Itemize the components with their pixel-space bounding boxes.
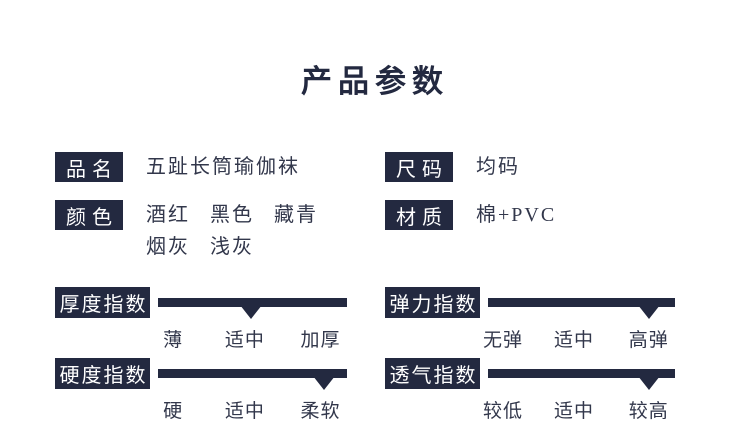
tick-label: 适中 (554, 401, 595, 422)
field-value-product-name: 五趾长筒瑜伽袜 (146, 156, 300, 178)
field-label-color: 颜色 (55, 200, 123, 230)
index-elasticity-ticks: 无弹 适中 高弹 (483, 318, 675, 351)
index-elasticity-label: 弹力指数 (385, 287, 480, 318)
index-hardness-label: 硬度指数 (55, 358, 150, 389)
index-elasticity-header: 弹力指数 (385, 287, 675, 319)
color-option: 藏青 (274, 204, 318, 226)
index-hardness-bar (158, 369, 347, 390)
tick-label: 高弹 (628, 330, 669, 351)
index-breathability-bar (488, 369, 675, 390)
index-thickness: 厚度指数 薄 适中 加厚 (55, 287, 347, 351)
index-thickness-ticks: 薄 适中 加厚 (158, 318, 347, 351)
tick-label: 无弹 (482, 330, 523, 351)
color-value-lines: 酒红 黑色 藏青 烟灰 浅灰 (146, 200, 318, 262)
color-value-line-1: 酒红 黑色 藏青 (146, 200, 318, 230)
index-hardness-ticks: 硬 适中 柔软 (158, 389, 347, 422)
tick-label: 硬 (163, 401, 184, 422)
index-elasticity-bar (488, 298, 675, 319)
field-value-size: 均码 (476, 156, 520, 178)
index-thickness-label: 厚度指数 (55, 287, 150, 318)
tick-label: 柔软 (300, 401, 341, 422)
field-label-product-name: 品名 (55, 152, 123, 182)
marker-down-triangle-icon (637, 376, 660, 390)
field-product-name: 品名 五趾长筒瑜伽袜 (55, 152, 355, 182)
marker-down-triangle-icon (313, 376, 336, 390)
fields-left-column: 品名 五趾长筒瑜伽袜 颜色 酒红 黑色 藏青 烟灰 浅灰 (55, 152, 355, 280)
index-elasticity: 弹力指数 无弹 适中 高弹 (385, 287, 675, 351)
color-option: 烟灰 (146, 236, 190, 258)
index-breathability-header: 透气指数 (385, 358, 675, 390)
field-label-size: 尺码 (385, 152, 453, 182)
tick-label: 较低 (482, 401, 523, 422)
tick-label: 适中 (224, 330, 265, 351)
index-breathability: 透气指数 较低 适中 较高 (385, 358, 675, 422)
index-thickness-bar (158, 298, 347, 319)
index-sliders-grid: 厚度指数 薄 适中 加厚 弹力指数 无弹 适中 高弹 (55, 287, 675, 422)
tick-label: 较高 (628, 401, 669, 422)
tick-label: 适中 (554, 330, 595, 351)
marker-down-triangle-icon (637, 305, 660, 319)
tick-label: 薄 (163, 330, 184, 351)
field-material: 材质 棉+PVC (385, 200, 685, 230)
field-value-material: 棉+PVC (476, 204, 557, 226)
field-color: 颜色 酒红 黑色 藏青 烟灰 浅灰 (55, 200, 355, 262)
field-size: 尺码 均码 (385, 152, 685, 182)
color-option: 酒红 (146, 204, 190, 226)
index-hardness-header: 硬度指数 (55, 358, 347, 390)
tick-label: 适中 (224, 401, 265, 422)
fields-right-column: 尺码 均码 材质 棉+PVC (385, 152, 685, 248)
color-option: 浅灰 (210, 236, 254, 258)
color-option: 黑色 (210, 204, 254, 226)
index-hardness: 硬度指数 硬 适中 柔软 (55, 358, 347, 422)
tick-label: 加厚 (300, 330, 341, 351)
index-thickness-header: 厚度指数 (55, 287, 347, 319)
marker-down-triangle-icon (239, 305, 262, 319)
field-label-material: 材质 (385, 200, 453, 230)
page-title: 产品参数 (301, 64, 449, 99)
color-value-line-2: 烟灰 浅灰 (146, 232, 318, 262)
index-breathability-label: 透气指数 (385, 358, 480, 389)
index-breathability-ticks: 较低 适中 较高 (483, 389, 675, 422)
